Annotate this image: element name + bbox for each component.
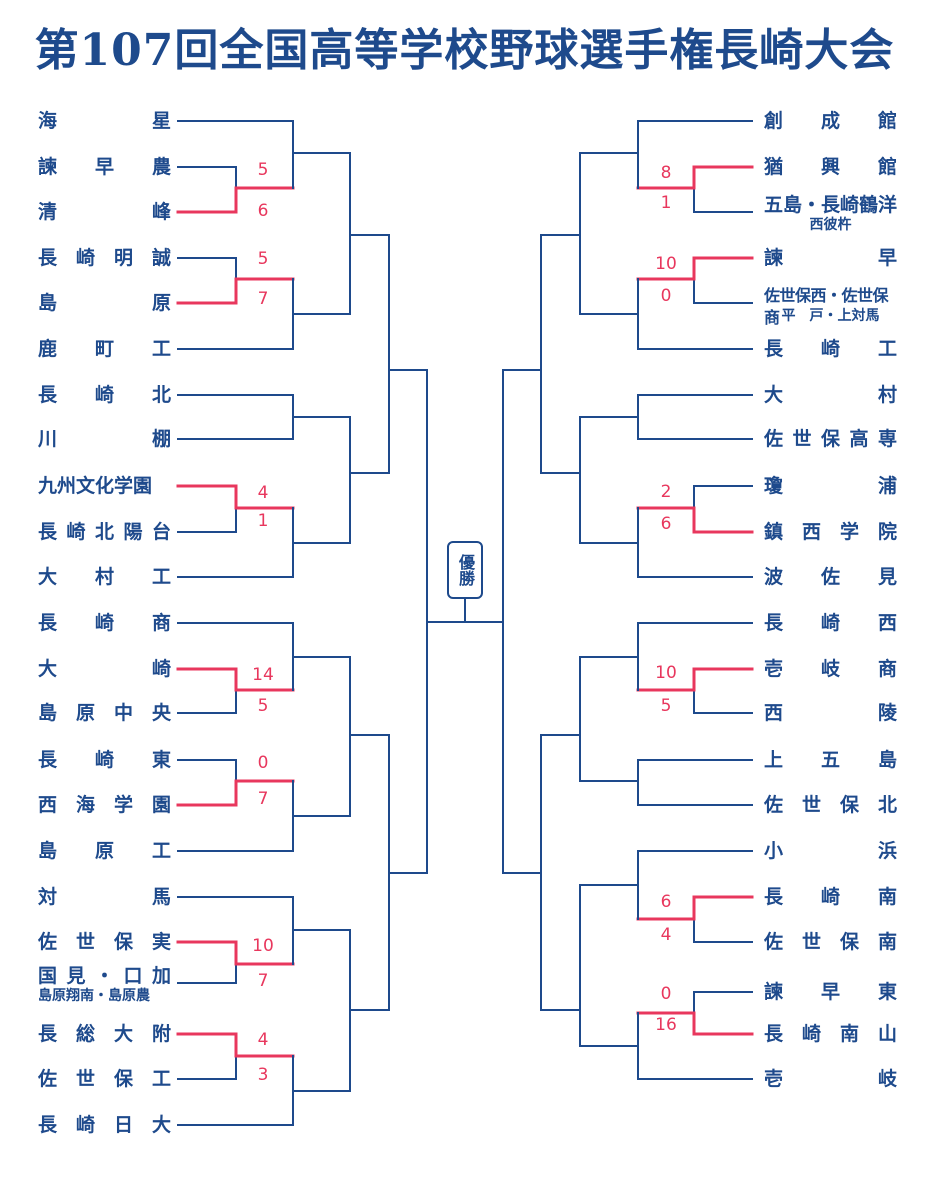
left-team-2: 清 峰 <box>38 201 171 223</box>
score-r1-bottom: 1 <box>660 193 672 213</box>
right-team-16: 小 浜 <box>764 840 897 862</box>
score-l7-top: 4 <box>257 1030 269 1050</box>
score-l1-bottom: 6 <box>257 201 269 221</box>
left-team-10: 大村工 <box>38 566 171 588</box>
right-team-17: 長崎南 <box>764 886 897 908</box>
score-l3-bottom: 1 <box>257 511 269 531</box>
left-team-3: 長崎明誠 <box>38 247 171 269</box>
left-team-9: 長崎北陽台 <box>38 521 171 543</box>
score-r3-bottom: 6 <box>660 514 672 534</box>
left-team-11: 長崎商 <box>38 612 171 634</box>
right-team-14: 上五島 <box>764 749 897 771</box>
score-r6-bottom: 16 <box>655 1015 677 1035</box>
score-r4-bottom: 5 <box>660 696 672 716</box>
left-team-22: 長崎日大 <box>38 1114 171 1136</box>
left-team-1: 諫早農 <box>38 156 171 178</box>
score-l6-top: 10 <box>252 936 274 956</box>
score-l1-top: 5 <box>257 160 269 180</box>
left-team-14: 長崎東 <box>38 749 171 771</box>
left-team-19-sub: 島原翔南・島原農 <box>38 988 150 1004</box>
right-team-5: 長崎工 <box>764 338 897 360</box>
score-l3-top: 4 <box>257 483 269 503</box>
right-team-20: 長崎南山 <box>764 1023 897 1045</box>
score-r5-top: 6 <box>660 892 672 912</box>
left-team-4: 島 原 <box>38 292 171 314</box>
left-team-16: 島原工 <box>38 840 171 862</box>
left-team-8: 九州文化学園 <box>38 475 153 497</box>
right-team-9: 鎮西学院 <box>764 521 897 543</box>
score-r4-top: 10 <box>655 663 677 683</box>
right-team-6: 大 村 <box>764 384 897 406</box>
score-r3-top: 2 <box>660 482 672 502</box>
left-team-6: 長崎北 <box>38 384 171 406</box>
score-l7-bottom: 3 <box>257 1065 269 1085</box>
score-r2-bottom: 0 <box>660 286 672 306</box>
score-l5-bottom: 7 <box>257 789 269 809</box>
right-team-1: 猶興館 <box>764 156 897 178</box>
score-l4-bottom: 5 <box>257 696 269 716</box>
right-team-2-sub: 西彼杵 <box>809 217 852 233</box>
left-team-7: 川 棚 <box>38 428 171 450</box>
tournament-title: 第107回全国高等学校野球選手権長崎大会 <box>34 25 895 76</box>
right-team-4-sub: 平 戸・上対馬 <box>781 308 880 324</box>
score-l6-bottom: 7 <box>257 971 269 991</box>
right-team-4: 佐世保西・佐世保商 <box>764 286 889 327</box>
score-r5-bottom: 4 <box>660 925 672 945</box>
right-team-12: 壱岐商 <box>764 658 897 680</box>
score-l5-top: 0 <box>257 753 269 773</box>
champion-box: 優勝 <box>447 541 483 599</box>
score-l4-top: 14 <box>252 665 274 685</box>
score-l2-bottom: 7 <box>257 289 269 309</box>
right-team-8: 瓊 浦 <box>764 475 897 497</box>
left-team-18: 佐世保実 <box>38 931 171 953</box>
score-r2-top: 10 <box>655 254 677 274</box>
left-team-15: 西海学園 <box>38 794 171 816</box>
right-team-19: 諫早東 <box>764 981 897 1003</box>
left-team-12: 大 崎 <box>38 658 171 680</box>
right-team-15: 佐世保北 <box>764 794 897 816</box>
left-team-21: 佐世保工 <box>38 1068 171 1090</box>
right-team-18: 佐世保南 <box>764 931 897 953</box>
score-l2-top: 5 <box>257 249 269 269</box>
left-team-20: 長総大附 <box>38 1023 171 1045</box>
right-team-2: 五島・長崎鶴洋 <box>764 194 898 216</box>
right-team-11: 長崎西 <box>764 612 897 634</box>
score-r6-top: 0 <box>660 984 672 1004</box>
right-team-0: 創成館 <box>764 110 897 132</box>
right-team-7: 佐世保高専 <box>764 428 897 450</box>
right-team-13: 西 陵 <box>764 702 897 724</box>
right-team-21: 壱 岐 <box>764 1068 897 1090</box>
right-team-10: 波佐見 <box>764 566 897 588</box>
left-team-17: 対 馬 <box>38 886 171 908</box>
right-team-3: 諫 早 <box>764 247 897 269</box>
left-team-5: 鹿町工 <box>38 338 171 360</box>
left-team-13: 島原中央 <box>38 702 171 724</box>
left-team-0: 海 星 <box>38 110 171 132</box>
left-team-19: 国見・口加 <box>38 965 171 987</box>
score-r1-top: 8 <box>660 163 672 183</box>
